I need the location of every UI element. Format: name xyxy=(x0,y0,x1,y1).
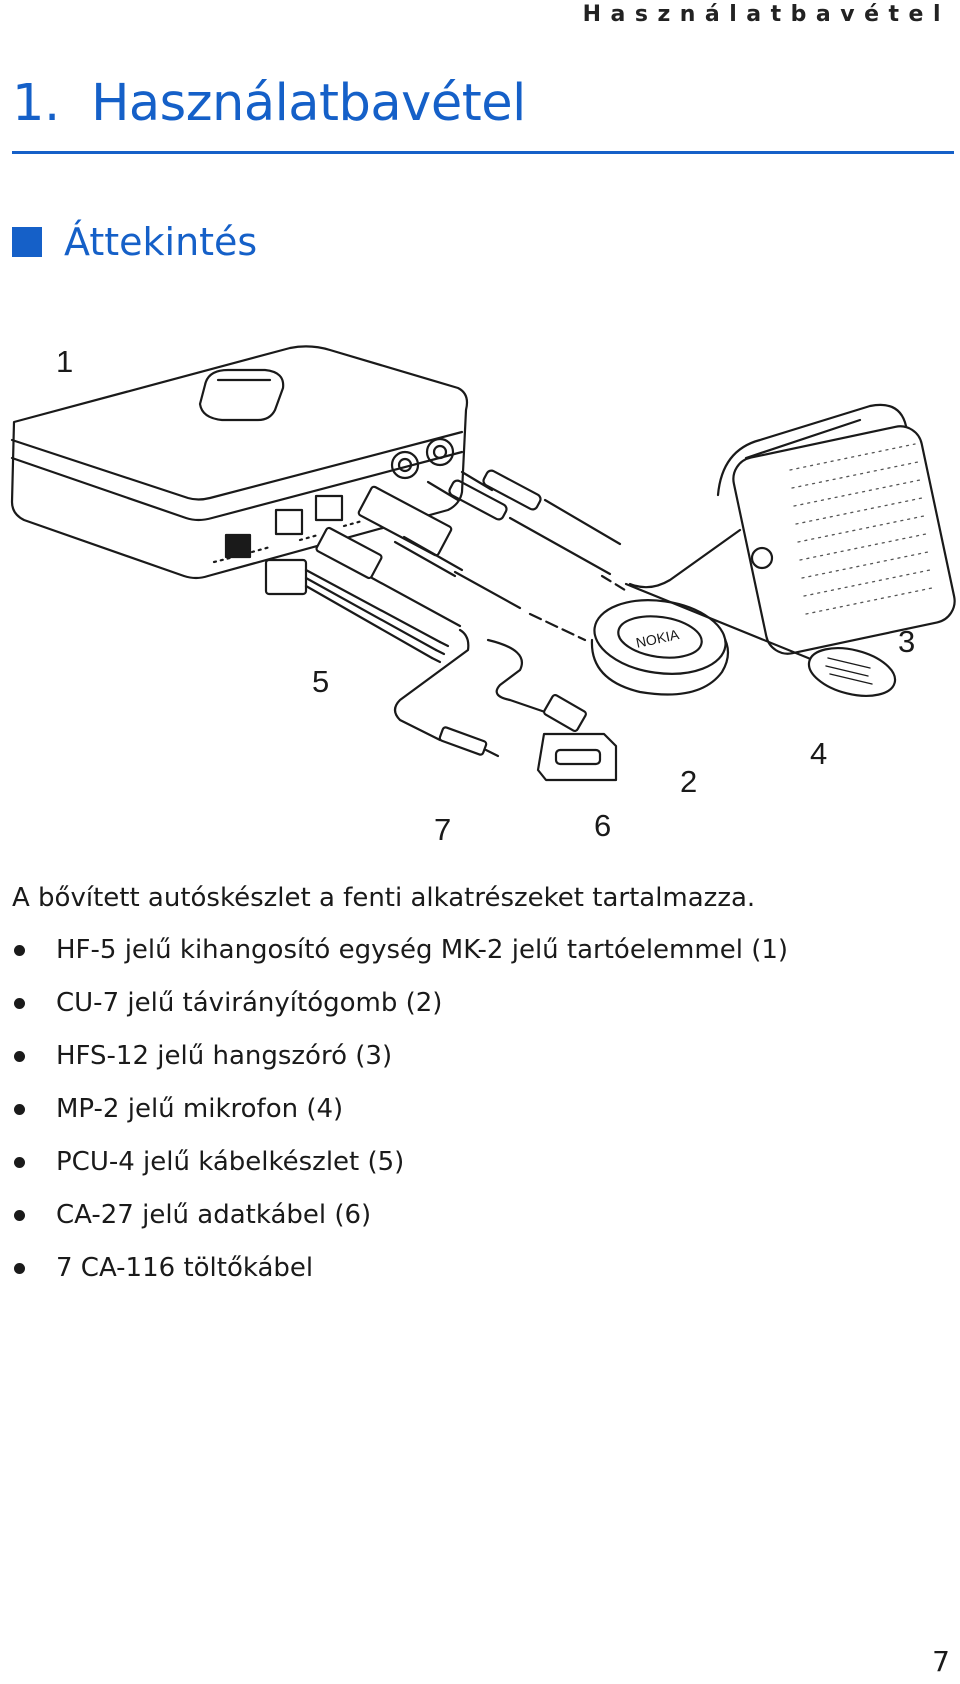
bullet-icon xyxy=(14,1104,25,1115)
page-number: 7 xyxy=(932,1645,950,1678)
bullet-icon xyxy=(14,1210,25,1221)
intro-paragraph: A bővített autóskészlet a fenti alkatrés… xyxy=(12,883,756,913)
section-title: Áttekintés xyxy=(64,220,258,264)
chapter-rule xyxy=(12,151,954,154)
handsfree-unit xyxy=(10,345,469,580)
callout-4: 4 xyxy=(810,736,827,771)
callout-5: 5 xyxy=(312,664,329,699)
bullet-icon xyxy=(14,1157,25,1168)
wire-harness xyxy=(264,558,450,664)
car-kit-illustration: NOKIA 1 2 3 4 5 6 7 xyxy=(10,344,956,847)
audio-cables xyxy=(426,469,742,592)
figure-callouts: 1 2 3 4 5 6 7 xyxy=(56,344,915,847)
rj-connectors xyxy=(315,485,587,642)
callout-1: 1 xyxy=(56,344,73,379)
list-item-text: PCU-4 jelű kábelkészlet (5) xyxy=(56,1147,405,1177)
running-header: Használatbavétel xyxy=(582,2,950,27)
list-item: CU-7 jelű távirányítógomb (2) xyxy=(12,983,788,1036)
list-item-text: HFS-12 jelű hangszóró (3) xyxy=(56,1041,393,1071)
callout-7: 7 xyxy=(434,812,451,847)
callout-2: 2 xyxy=(680,764,697,799)
list-item-text: CU-7 jelű távirányítógomb (2) xyxy=(56,988,443,1018)
microphone xyxy=(624,582,897,697)
callout-3: 3 xyxy=(898,624,915,659)
section-heading: Áttekintés xyxy=(12,220,257,264)
list-item-text: 7 CA-116 töltőkábel xyxy=(56,1253,314,1283)
list-item-text: CA-27 jelű adatkábel (6) xyxy=(56,1200,372,1230)
list-item-text: MP-2 jelű mikrofon (4) xyxy=(56,1094,344,1124)
list-item: HF-5 jelű kihangosító egység MK-2 jelű t… xyxy=(12,930,788,983)
chapter-title: 1. Használatbavétel xyxy=(12,74,526,133)
section-square-icon xyxy=(12,227,42,257)
bullet-icon xyxy=(14,1263,25,1274)
list-item: 7 CA-116 töltőkábel xyxy=(12,1248,788,1301)
lower-cables xyxy=(393,628,618,782)
list-item: HFS-12 jelű hangszóró (3) xyxy=(12,1036,788,1089)
component-list: HF-5 jelű kihangosító egység MK-2 jelű t… xyxy=(12,930,788,1301)
remote-knob: NOKIA xyxy=(590,599,730,696)
list-item: PCU-4 jelű kábelkészlet (5) xyxy=(12,1142,788,1195)
bullet-icon xyxy=(14,998,25,1009)
callout-6: 6 xyxy=(594,808,611,843)
list-item: CA-27 jelű adatkábel (6) xyxy=(12,1195,788,1248)
bullet-icon xyxy=(14,945,25,956)
list-item: MP-2 jelű mikrofon (4) xyxy=(12,1089,788,1142)
bullet-icon xyxy=(14,1051,25,1062)
speaker xyxy=(716,403,956,655)
list-item-text: HF-5 jelű kihangosító egység MK-2 jelű t… xyxy=(56,935,789,965)
